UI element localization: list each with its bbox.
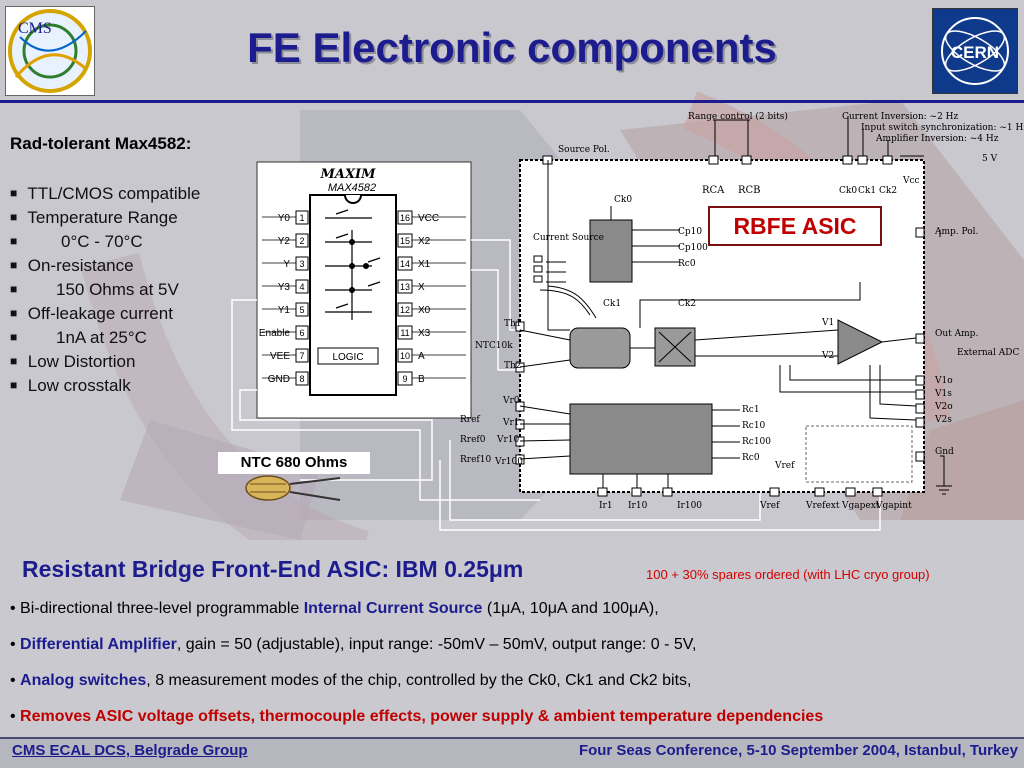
cms-logo: CMS	[5, 6, 95, 96]
ntc-label: NTC 680 Ohms	[218, 452, 370, 474]
feature-item: ■ On-resistance	[10, 256, 134, 275]
footer-bar	[0, 737, 1024, 768]
bullet-current-source: • Bi-directional three-level programmabl…	[10, 600, 659, 617]
footer-left-link[interactable]: CMS ECAL DCS, Belgrade Group	[12, 742, 248, 759]
feature-item: ■ TTL/CMOS compatible	[10, 184, 201, 203]
spares-note: 100 + 30% spares ordered (with LHC cryo …	[646, 567, 930, 582]
svg-text:CERN: CERN	[951, 43, 999, 62]
header-divider	[0, 100, 1024, 103]
feature-item: ■ Off-leakage current	[10, 304, 173, 323]
feature-item: ■150 Ohms at 5V	[10, 280, 179, 299]
max4582-feature-list: ■ TTL/CMOS compatible ■ Temperature Rang…	[10, 181, 200, 397]
footer-right-text: Four Seas Conference, 5-10 September 200…	[578, 742, 1018, 759]
max4582-heading: Rad-tolerant Max4582:	[10, 134, 192, 153]
feature-item: ■ Temperature Range	[10, 208, 178, 227]
rbfe-asic-label: RBFE ASIC	[708, 206, 882, 246]
feature-item: ■0°C - 70°C	[10, 232, 143, 251]
cern-logo: CERN	[932, 8, 1018, 94]
feature-item: ■ Low crosstalk	[10, 376, 131, 395]
feature-item: ■1nA at 25°C	[10, 328, 147, 347]
svg-text:CMS: CMS	[18, 20, 52, 37]
bullet-differential-amplifier: • Differential Amplifier, gain = 50 (adj…	[10, 636, 697, 653]
asic-section-heading: Resistant Bridge Front-End ASIC: IBM 0.2…	[22, 556, 524, 582]
slide-title: FE Electronic components	[247, 24, 777, 71]
feature-item: ■ Low Distortion	[10, 352, 136, 371]
bullet-analog-switches: • Analog switches, 8 measurement modes o…	[10, 672, 692, 689]
bullet-removes-offsets: • Removes ASIC voltage offsets, thermoco…	[10, 708, 824, 725]
